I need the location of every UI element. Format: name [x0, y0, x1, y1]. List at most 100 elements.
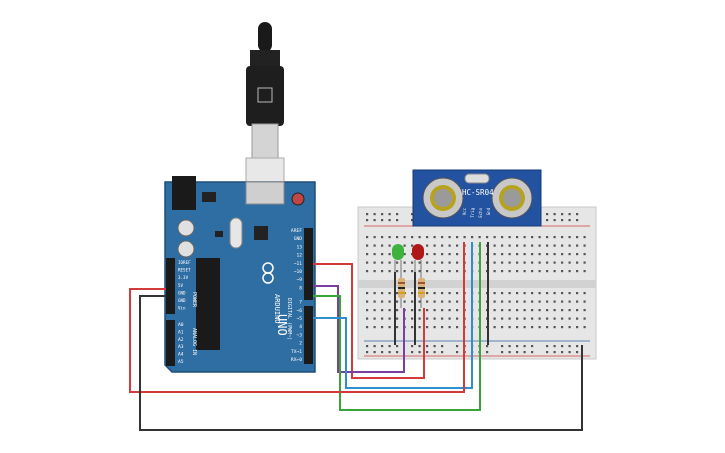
breadboard-hole[interactable] — [381, 345, 384, 348]
breadboard-hole[interactable] — [396, 345, 399, 348]
breadboard-hole[interactable] — [561, 292, 564, 295]
breadboard-hole[interactable] — [531, 351, 534, 354]
breadboard-hole[interactable] — [531, 270, 534, 273]
breadboard-hole[interactable] — [418, 261, 421, 264]
breadboard-hole[interactable] — [508, 309, 511, 312]
breadboard-hole[interactable] — [373, 309, 376, 312]
wire-black-gnd[interactable] — [139, 295, 583, 431]
breadboard-hole[interactable] — [516, 244, 519, 247]
breadboard-hole[interactable] — [553, 253, 556, 256]
breadboard-hole[interactable] — [441, 253, 444, 256]
breadboard-hole[interactable] — [576, 309, 579, 312]
breadboard-hole[interactable] — [583, 292, 586, 295]
breadboard-hole[interactable] — [388, 292, 391, 295]
breadboard-hole[interactable] — [516, 345, 519, 348]
breadboard-hole[interactable] — [456, 317, 459, 320]
breadboard-hole[interactable] — [568, 236, 571, 239]
breadboard-hole[interactable] — [426, 244, 429, 247]
breadboard-hole[interactable] — [538, 300, 541, 303]
breadboard-hole[interactable] — [531, 244, 534, 247]
breadboard-hole[interactable] — [448, 270, 451, 273]
breadboard-hole[interactable] — [456, 270, 459, 273]
breadboard-hole[interactable] — [433, 270, 436, 273]
breadboard-hole[interactable] — [546, 351, 549, 354]
breadboard-hole[interactable] — [501, 270, 504, 273]
breadboard-hole[interactable] — [381, 317, 384, 320]
breadboard-hole[interactable] — [493, 317, 496, 320]
breadboard-hole[interactable] — [441, 351, 444, 354]
breadboard-hole[interactable] — [553, 345, 556, 348]
breadboard-hole[interactable] — [493, 292, 496, 295]
breadboard-hole[interactable] — [403, 261, 406, 264]
breadboard-hole[interactable] — [418, 309, 421, 312]
breadboard-hole[interactable] — [388, 317, 391, 320]
breadboard-hole[interactable] — [411, 292, 414, 295]
breadboard-hole[interactable] — [508, 300, 511, 303]
breadboard-hole[interactable] — [531, 236, 534, 239]
breadboard-hole[interactable] — [493, 261, 496, 264]
breadboard-hole[interactable] — [411, 236, 414, 239]
breadboard-hole[interactable] — [583, 261, 586, 264]
breadboard-hole[interactable] — [433, 261, 436, 264]
led-green-icon[interactable] — [392, 244, 404, 272]
breadboard-hole[interactable] — [381, 270, 384, 273]
wire-black-led-cathode[interactable] — [394, 242, 489, 345]
breadboard-hole[interactable] — [456, 326, 459, 329]
breadboard-hole[interactable] — [373, 244, 376, 247]
breadboard-hole[interactable] — [546, 236, 549, 239]
breadboard-hole[interactable] — [501, 261, 504, 264]
breadboard-hole[interactable] — [561, 300, 564, 303]
breadboard-hole[interactable] — [366, 317, 369, 320]
breadboard-hole[interactable] — [456, 292, 459, 295]
breadboard-hole[interactable] — [426, 309, 429, 312]
breadboard-hole[interactable] — [538, 261, 541, 264]
breadboard-hole[interactable] — [373, 261, 376, 264]
breadboard-hole[interactable] — [516, 317, 519, 320]
breadboard-hole[interactable] — [381, 326, 384, 329]
breadboard-hole[interactable] — [561, 236, 564, 239]
breadboard-hole[interactable] — [568, 292, 571, 295]
breadboard-hole[interactable] — [553, 213, 556, 216]
breadboard-hole[interactable] — [501, 253, 504, 256]
breadboard-hole[interactable] — [381, 213, 384, 216]
breadboard-hole[interactable] — [538, 292, 541, 295]
breadboard-hole[interactable] — [366, 261, 369, 264]
breadboard-hole[interactable] — [396, 270, 399, 273]
breadboard-hole[interactable] — [561, 309, 564, 312]
breadboard-hole[interactable] — [516, 270, 519, 273]
led-red-icon[interactable] — [412, 244, 424, 272]
breadboard-hole[interactable] — [508, 236, 511, 239]
breadboard-hole[interactable] — [538, 244, 541, 247]
breadboard-hole[interactable] — [561, 351, 564, 354]
breadboard-hole[interactable] — [501, 244, 504, 247]
breadboard-hole[interactable] — [478, 236, 481, 239]
breadboard-hole[interactable] — [486, 345, 489, 348]
breadboard-hole[interactable] — [433, 351, 436, 354]
breadboard-hole[interactable] — [396, 292, 399, 295]
breadboard-hole[interactable] — [583, 300, 586, 303]
breadboard-hole[interactable] — [403, 270, 406, 273]
breadboard-hole[interactable] — [568, 213, 571, 216]
breadboard-hole[interactable] — [396, 326, 399, 329]
breadboard-hole[interactable] — [426, 326, 429, 329]
breadboard-hole[interactable] — [366, 253, 369, 256]
breadboard-hole[interactable] — [366, 236, 369, 239]
breadboard-hole[interactable] — [388, 309, 391, 312]
breadboard-hole[interactable] — [366, 351, 369, 354]
breadboard-hole[interactable] — [576, 326, 579, 329]
breadboard-hole[interactable] — [456, 253, 459, 256]
breadboard-hole[interactable] — [493, 270, 496, 273]
breadboard-hole[interactable] — [426, 253, 429, 256]
breadboard-hole[interactable] — [418, 345, 421, 348]
breadboard-hole[interactable] — [418, 236, 421, 239]
breadboard-hole[interactable] — [433, 236, 436, 239]
resistor-icon[interactable] — [398, 272, 405, 308]
breadboard-hole[interactable] — [508, 317, 511, 320]
breadboard-hole[interactable] — [568, 253, 571, 256]
breadboard-hole[interactable] — [523, 351, 526, 354]
breadboard-hole[interactable] — [463, 236, 466, 239]
breadboard-hole[interactable] — [508, 270, 511, 273]
breadboard-hole[interactable] — [448, 261, 451, 264]
breadboard-hole[interactable] — [568, 309, 571, 312]
breadboard-hole[interactable] — [523, 270, 526, 273]
